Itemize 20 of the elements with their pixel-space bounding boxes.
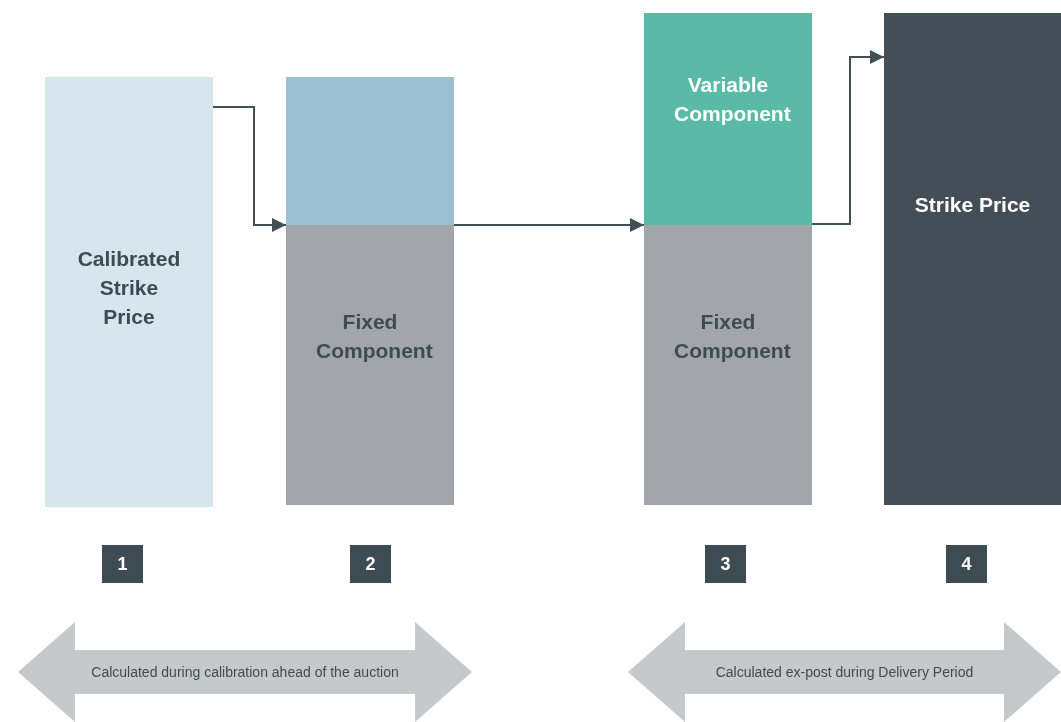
step-number: 1 [102,545,143,583]
step-number: 2 [350,545,391,583]
bar-label: Strike Price [913,192,1032,218]
arrow-label: Calculated during calibration ahead of the auction [91,662,399,682]
arrow [453,218,645,232]
bar-segment [286,77,454,225]
fixed-component-bar [644,225,812,505]
fixed-component-bar [286,225,454,505]
bar-label: Variable Component [673,72,792,127]
step-number: 3 [705,545,746,583]
arrow-label: Calculated ex-post during Delivery Period [715,662,974,682]
variable-component-bar [644,13,812,225]
bar-label: Fixed Component [315,309,434,364]
price-bar [45,77,213,507]
arrow [212,106,287,232]
step-number: 4 [946,545,987,583]
bar-label: Fixed Component [673,309,792,364]
arrow [811,50,885,225]
bar-label: Calibrated Strike Price [76,246,182,330]
strike-price-bar [884,13,1061,505]
